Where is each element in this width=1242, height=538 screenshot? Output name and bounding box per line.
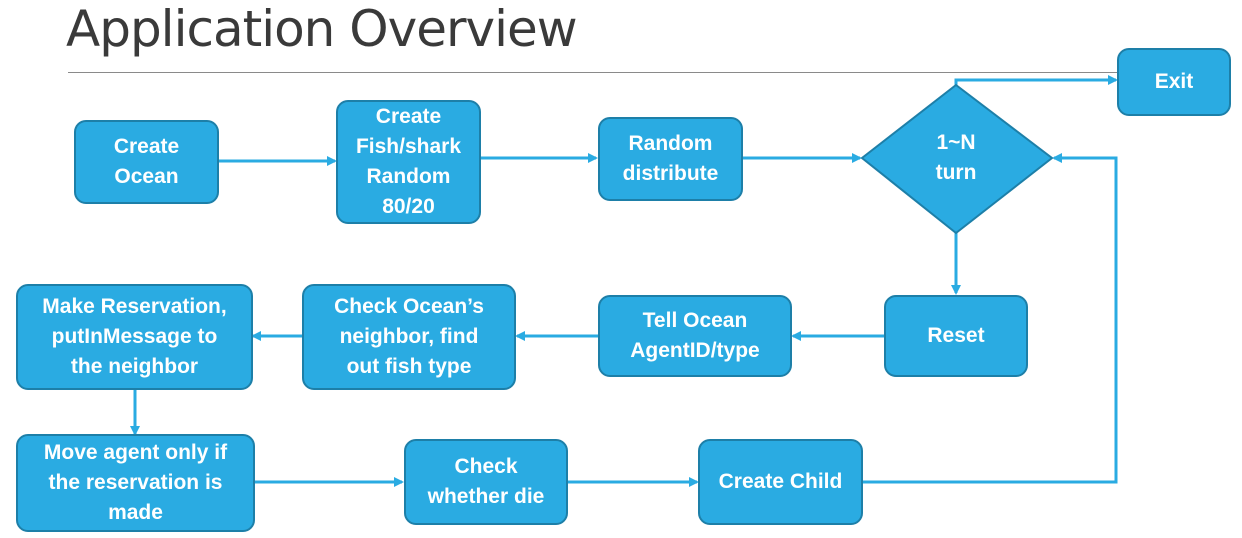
title-divider <box>68 72 1118 73</box>
make-reservation-node: Make Reservation, putInMessage to the ne… <box>16 284 253 390</box>
check-whether-die-node: Check whether die <box>404 439 568 525</box>
exit-node: Exit <box>1117 48 1231 116</box>
create-child-node: Create Child <box>698 439 863 525</box>
check-neighbor-node: Check Ocean’s neighbor, find out fish ty… <box>302 284 516 390</box>
random-distribute-node: Random distribute <box>598 117 743 201</box>
reset-node: Reset <box>884 295 1028 377</box>
create-fish-shark-node: Create Fish/shark Random 80/20 <box>336 100 481 224</box>
turn-decision-diamond <box>860 83 1054 235</box>
arrow-turn-to-exit <box>954 75 1118 85</box>
move-agent-node: Move agent only if the reservation is ma… <box>16 434 255 532</box>
tell-ocean-node: Tell Ocean AgentID/type <box>598 295 792 377</box>
turn-decision-label: 1~N turn <box>935 131 977 184</box>
arrow-child-loop-to-turn <box>863 153 1118 484</box>
page-title: Application Overview <box>66 0 578 58</box>
create-ocean-node: Create Ocean <box>74 120 219 204</box>
